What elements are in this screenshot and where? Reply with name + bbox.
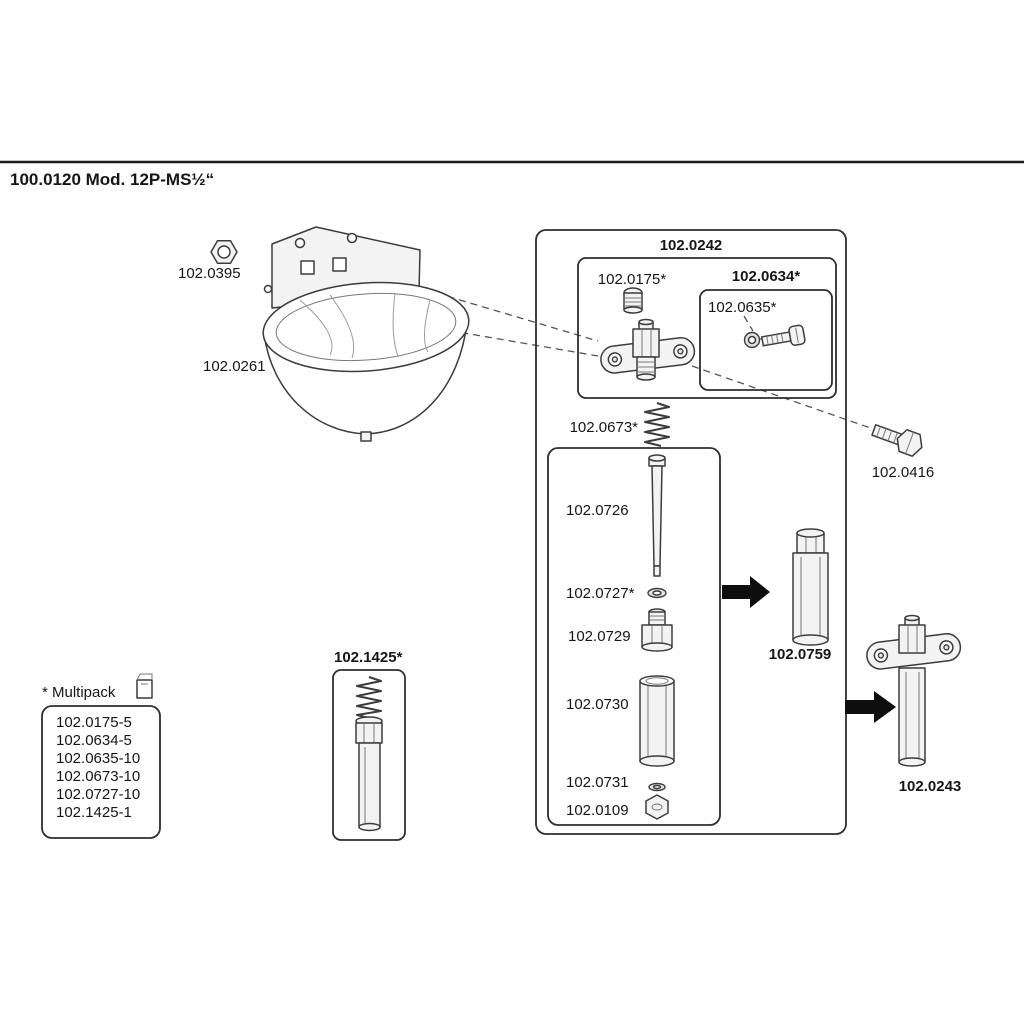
tube-label: 102.0730 bbox=[566, 696, 629, 713]
spring-icon bbox=[644, 402, 670, 447]
bowl-label: 102.0261 bbox=[203, 358, 266, 375]
assembly-box-label: 102.0242 bbox=[660, 237, 723, 254]
multipack-item: 102.0635-10 bbox=[56, 750, 140, 767]
washer-lower-label: 102.0731 bbox=[566, 774, 629, 791]
multipack-icon bbox=[136, 673, 153, 699]
multipack-box bbox=[41, 705, 161, 839]
multipack-item: 102.0634-5 bbox=[56, 732, 132, 749]
hex-nut-label: 102.0109 bbox=[566, 802, 629, 819]
oring-icon bbox=[743, 331, 761, 349]
arrow-right-icon-2 bbox=[845, 691, 896, 723]
spring-kit-icon bbox=[355, 676, 383, 832]
plug-label: 102.0175* bbox=[598, 271, 667, 288]
valve-body-icon bbox=[600, 318, 696, 381]
spring-label: 102.0673* bbox=[570, 419, 639, 436]
screw-icon bbox=[760, 324, 806, 347]
tube-icon bbox=[639, 675, 675, 767]
hex-nut-icon bbox=[645, 794, 669, 820]
spring-kit-label: 102.1425* bbox=[334, 649, 403, 666]
mount-nut-label: 102.0395 bbox=[178, 265, 241, 282]
plug-icon bbox=[623, 287, 643, 314]
valve-assembly-label: 102.0243 bbox=[899, 778, 962, 795]
valve-assembly-icon bbox=[866, 614, 962, 767]
bowl-icon bbox=[262, 226, 470, 442]
arrow-right-icon bbox=[722, 576, 770, 608]
gland-nut-icon bbox=[641, 608, 673, 652]
spring-kit-box bbox=[332, 669, 406, 841]
bolt-label: 102.0416 bbox=[872, 464, 935, 481]
multipack-item: 102.1425-1 bbox=[56, 804, 132, 821]
valve-pin-icon bbox=[648, 454, 666, 577]
multipack-item: 102.0673-10 bbox=[56, 768, 140, 785]
valve-top-box bbox=[577, 257, 837, 399]
washer-lower-icon bbox=[648, 782, 666, 792]
oring-label: 102.0635* bbox=[708, 299, 777, 316]
washer-upper-icon bbox=[647, 587, 667, 599]
washer-upper-label: 102.0727* bbox=[566, 585, 635, 602]
assembly-box bbox=[535, 229, 847, 835]
screw-kit-label: 102.0634* bbox=[732, 268, 801, 285]
multipack-item: 102.0727-10 bbox=[56, 786, 140, 803]
gland-nut-label: 102.0729 bbox=[568, 628, 631, 645]
multipack-item: 102.0175-5 bbox=[56, 714, 132, 731]
multipack-heading: * Multipack bbox=[42, 684, 116, 701]
cartridge-icon bbox=[792, 528, 829, 646]
valve-pin-label: 102.0726 bbox=[566, 502, 629, 519]
page-title: 100.0120 Mod. 12P-MS½“ bbox=[10, 170, 214, 189]
bolt-icon bbox=[871, 424, 923, 457]
cartridge-label: 102.0759 bbox=[769, 646, 832, 663]
internals-box bbox=[547, 447, 721, 826]
mount-nut-icon bbox=[210, 239, 238, 265]
screw-kit-box bbox=[699, 289, 833, 391]
